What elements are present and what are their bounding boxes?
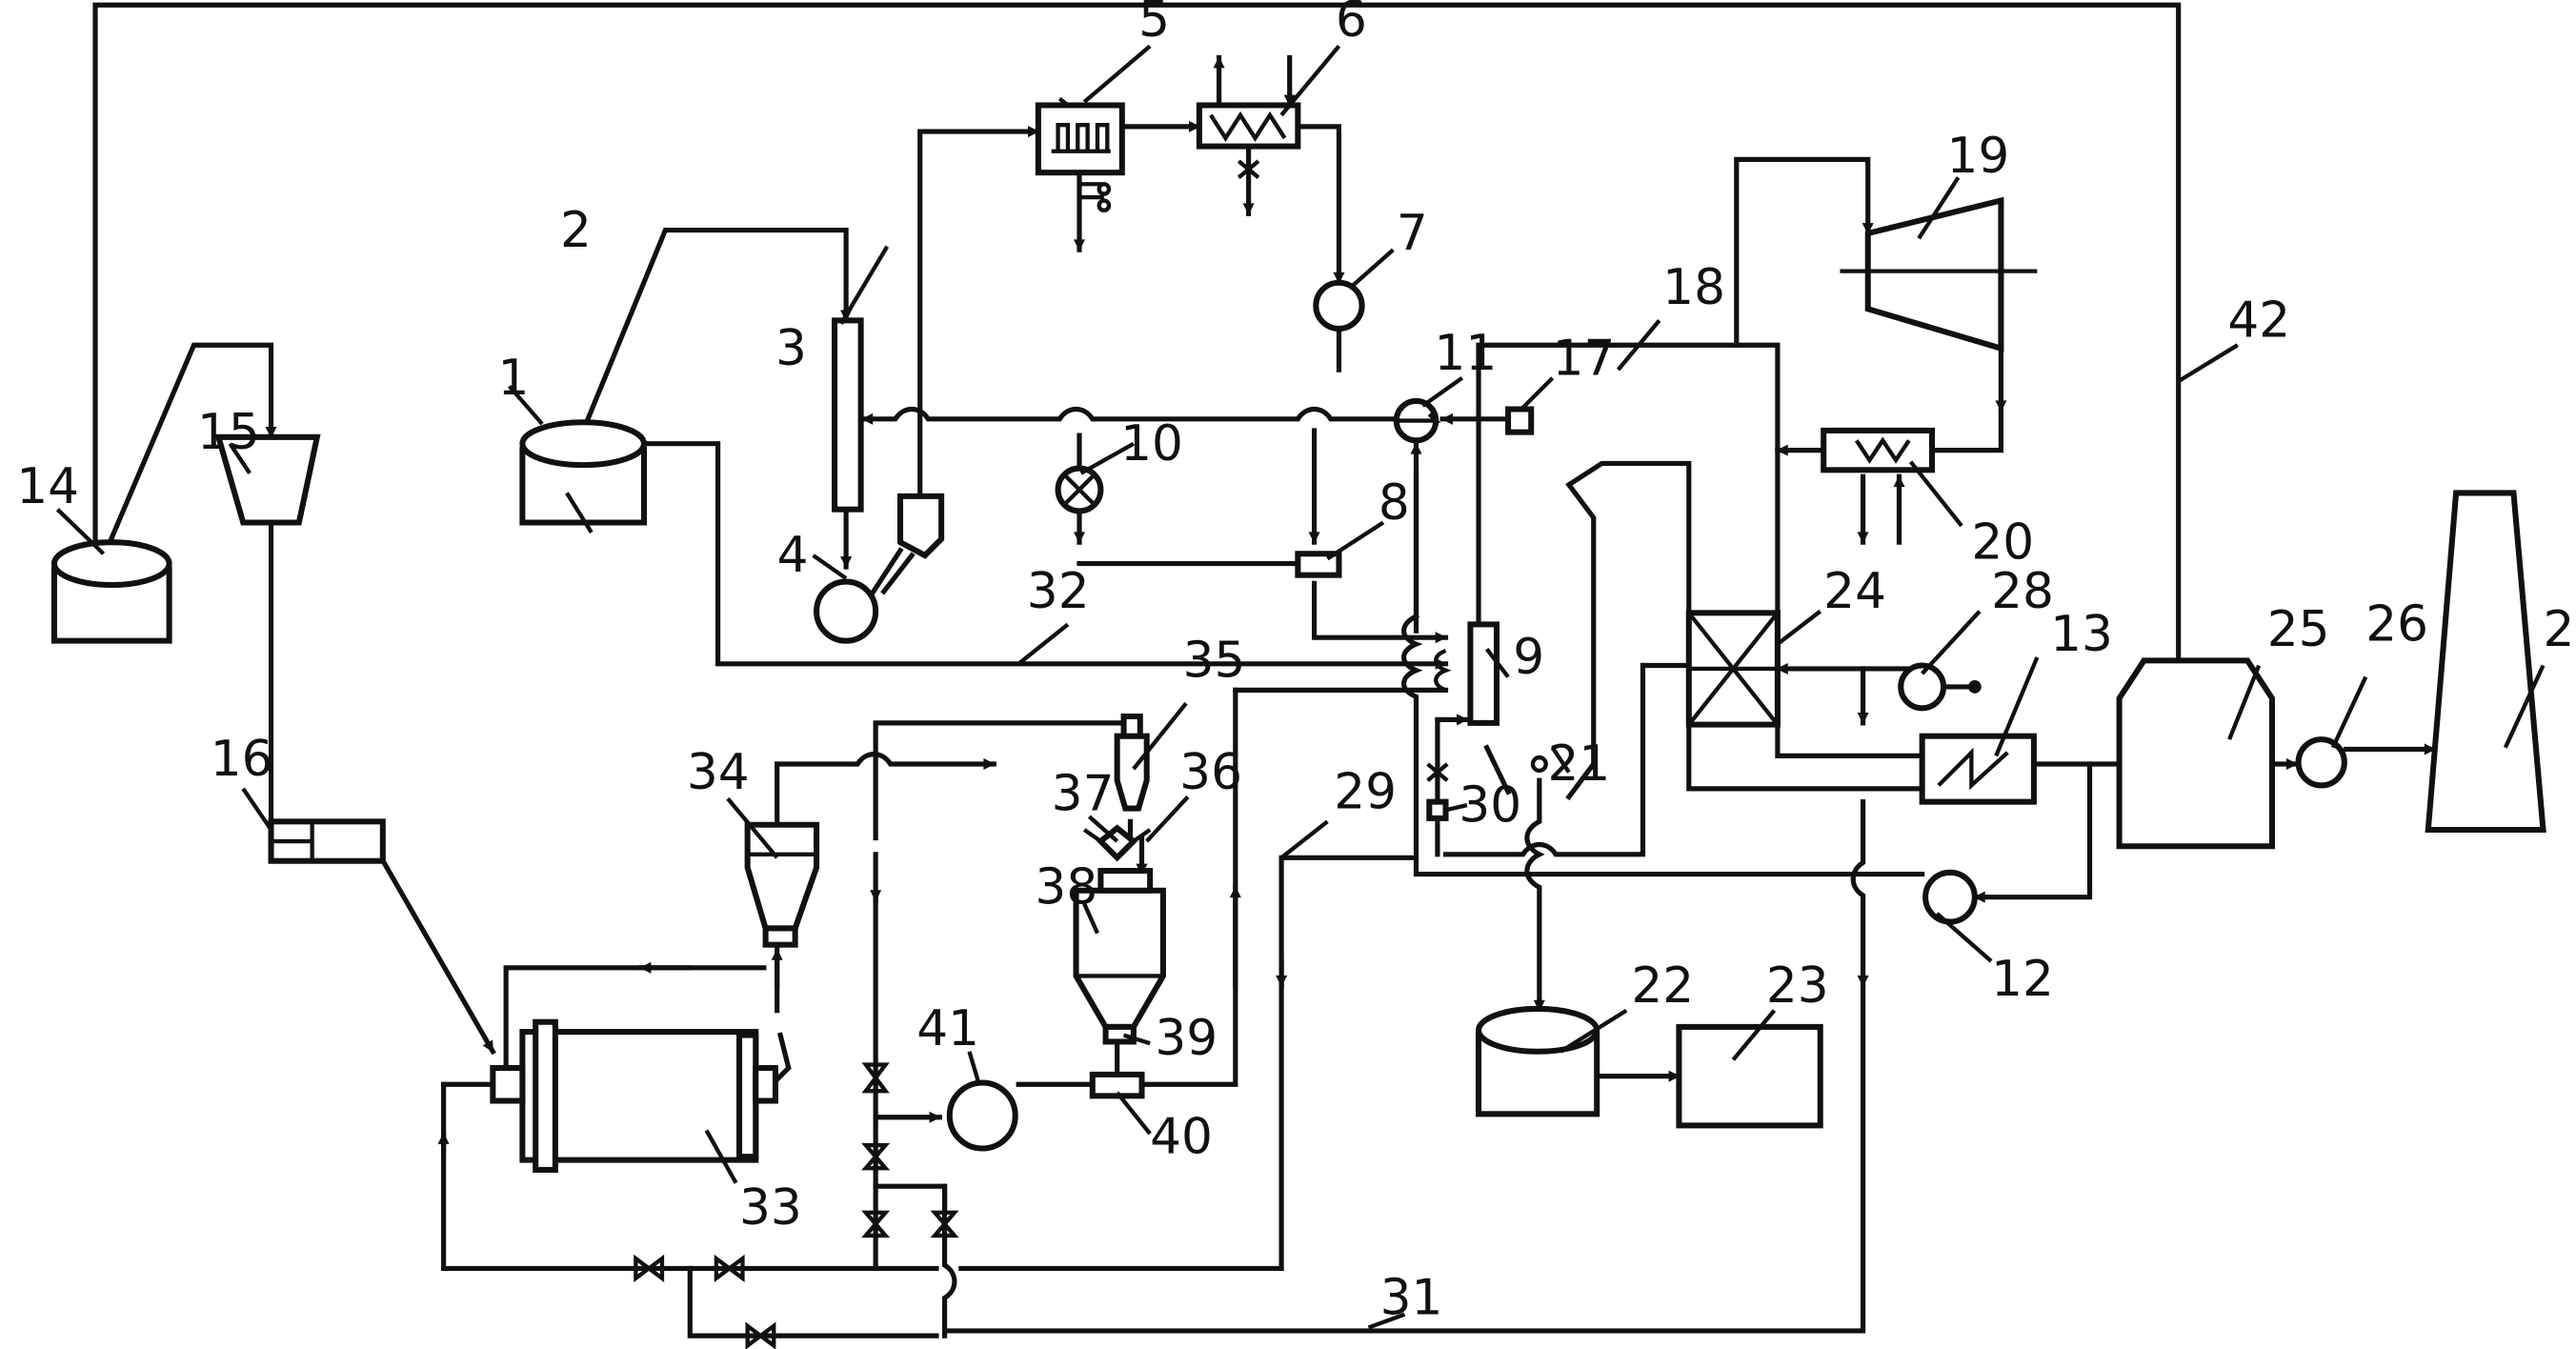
equipment-label-34: 34 — [687, 744, 750, 801]
equipment-label-37: 37 — [1052, 765, 1115, 822]
equipment-label-9: 9 — [1513, 629, 1544, 686]
equipment-label-24: 24 — [1823, 563, 1886, 620]
equipment-label-33: 33 — [739, 1179, 802, 1237]
equipment-label-22: 22 — [1631, 957, 1694, 1015]
pipe-lines — [92, 2, 2438, 1339]
equipment-label-11: 11 — [1434, 325, 1497, 382]
equipment-label-28: 28 — [1991, 563, 2054, 620]
equipment-label-12: 12 — [1991, 951, 2054, 1008]
equipment-label-5: 5 — [1138, 0, 1170, 49]
equipment-label-14: 14 — [16, 458, 79, 515]
equipment-label-38: 38 — [1035, 859, 1097, 916]
equipment-label-29: 29 — [1334, 764, 1397, 821]
equipment-label-13: 13 — [2050, 606, 2113, 663]
equipment-label-41: 41 — [916, 1000, 979, 1057]
equipment-label-20: 20 — [1971, 513, 2034, 571]
equipment-label-15: 15 — [197, 404, 260, 461]
equipment-label-21: 21 — [1547, 735, 1610, 793]
equipment-label-27: 27 — [2544, 601, 2576, 658]
equipment-label-1: 1 — [498, 350, 530, 407]
equipment-label-30: 30 — [1459, 776, 1521, 834]
equipment-label-8: 8 — [1379, 474, 1410, 532]
equipment-label-17: 17 — [1553, 330, 1616, 387]
equipment-label-25: 25 — [2267, 601, 2330, 658]
equipment-label-2: 2 — [560, 202, 592, 259]
equipment-label-35: 35 — [1183, 633, 1246, 690]
leader-lines — [55, 44, 2546, 1330]
equipment-label-18: 18 — [1662, 259, 1725, 316]
equipment-label-26: 26 — [2365, 596, 2428, 654]
equipment-label-32: 32 — [1027, 563, 1090, 620]
equipment-label-19: 19 — [1947, 128, 2010, 185]
equipment-label-31: 31 — [1380, 1270, 1443, 1327]
equipment-label-39: 39 — [1155, 1010, 1218, 1067]
equipment-label-23: 23 — [1766, 957, 1829, 1015]
equipment-label-6: 6 — [1336, 0, 1367, 49]
equipment-label-42: 42 — [2227, 292, 2290, 350]
equipment-label-16: 16 — [211, 731, 273, 788]
equipment-label-7: 7 — [1397, 205, 1428, 262]
equipment-label-36: 36 — [1179, 744, 1242, 801]
equipment-label-10: 10 — [1120, 415, 1183, 473]
equipment-label-40: 40 — [1150, 1109, 1213, 1166]
equipment-label-4: 4 — [777, 527, 809, 584]
valves — [634, 1062, 959, 1349]
equipment-label-3: 3 — [775, 320, 807, 377]
equipment — [50, 54, 2546, 1173]
